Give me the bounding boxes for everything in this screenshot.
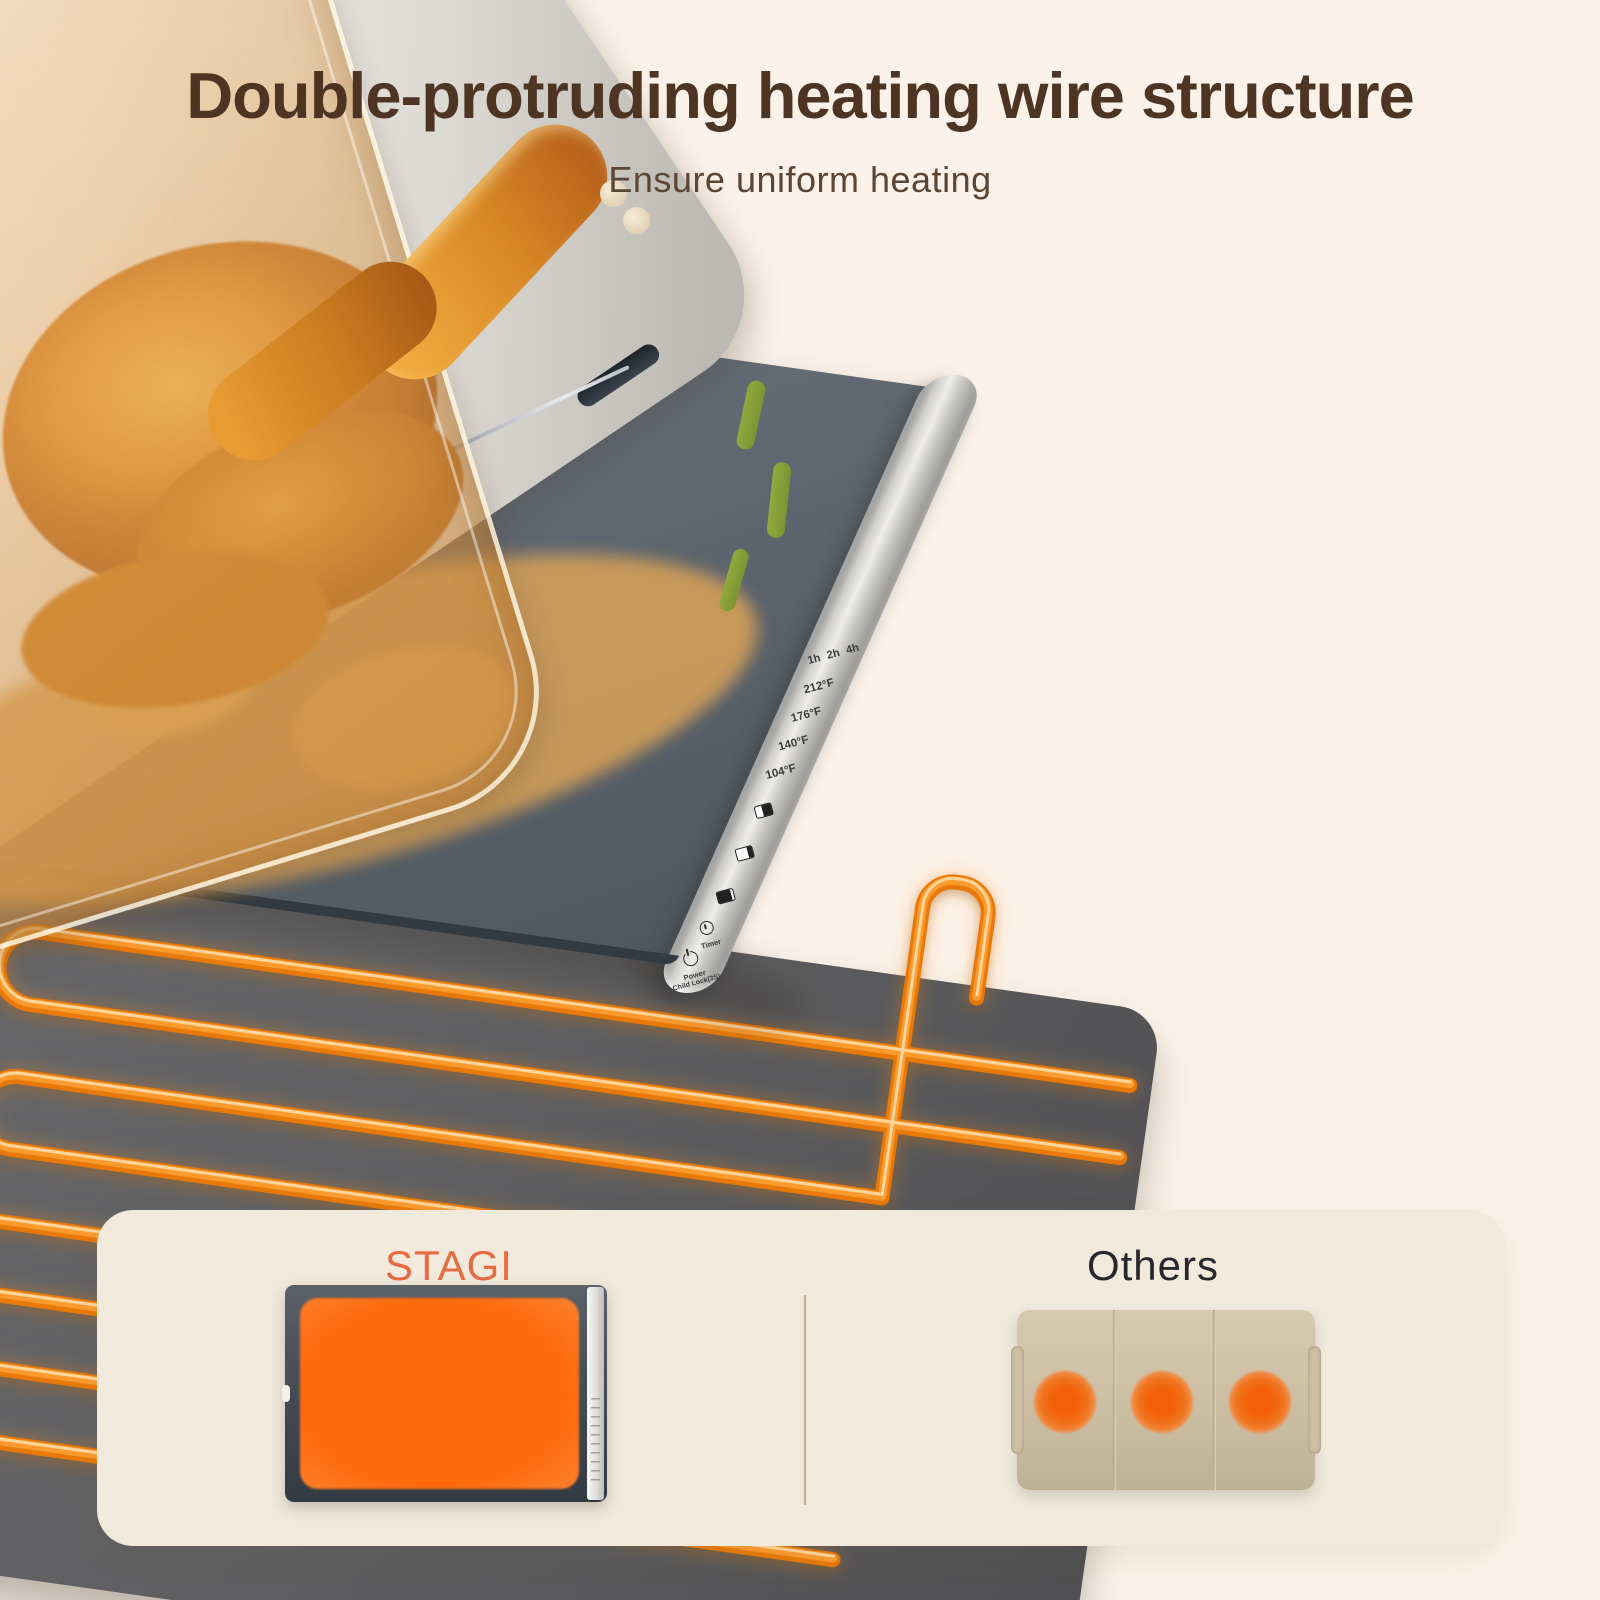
drumstick-bone	[623, 207, 650, 234]
side-tab	[1011, 1346, 1024, 1454]
hot-spot	[1229, 1371, 1291, 1433]
tray-handle-slot	[573, 340, 664, 411]
others-label: Others	[1086, 1242, 1220, 1289]
drumstick-bone	[600, 180, 627, 207]
temp-label-104f: 104°F	[764, 762, 798, 782]
heat-level-high-icon	[734, 797, 793, 825]
page-subtitle: Ensure uniform heating	[608, 159, 992, 200]
duration-1h: 1h	[806, 652, 822, 667]
power-icon	[681, 949, 700, 968]
brand-thumb-handle-notch	[282, 1384, 290, 1402]
brand-label: STAGI	[385, 1242, 513, 1289]
panel-seam	[1213, 1310, 1216, 1490]
brand-thumb-strip-ticks	[591, 1397, 600, 1488]
temp-label-176f: 176°F	[789, 705, 823, 725]
hot-spot	[1131, 1371, 1193, 1433]
header: Double-protruding heating wire structure…	[0, 58, 1600, 201]
comparison-divider	[804, 1295, 806, 1505]
duration-4h: 4h	[844, 641, 861, 657]
brand-product-thumb	[282, 1285, 607, 1502]
brand-uniform-heat-surface	[300, 1298, 579, 1489]
timer-icon	[698, 919, 716, 937]
heat-level-mid-icon	[715, 840, 774, 868]
heat-level-low-icon	[696, 882, 755, 910]
temp-label-140f: 140°F	[777, 733, 811, 754]
comparison-card: STAGI Others	[97, 1210, 1505, 1546]
hot-spot	[1034, 1371, 1096, 1433]
side-tab	[1308, 1346, 1321, 1454]
temp-label-212f: 212°F	[802, 676, 836, 697]
panel-seam	[1113, 1310, 1116, 1490]
duration-2h: 2h	[825, 646, 842, 662]
page-title: Double-protruding heating wire structure	[186, 59, 1415, 132]
timer-duration-labels: 1h 2h 4h	[804, 641, 863, 668]
brand-thumb-control-strip	[587, 1287, 604, 1500]
others-product-thumb	[1011, 1310, 1321, 1490]
